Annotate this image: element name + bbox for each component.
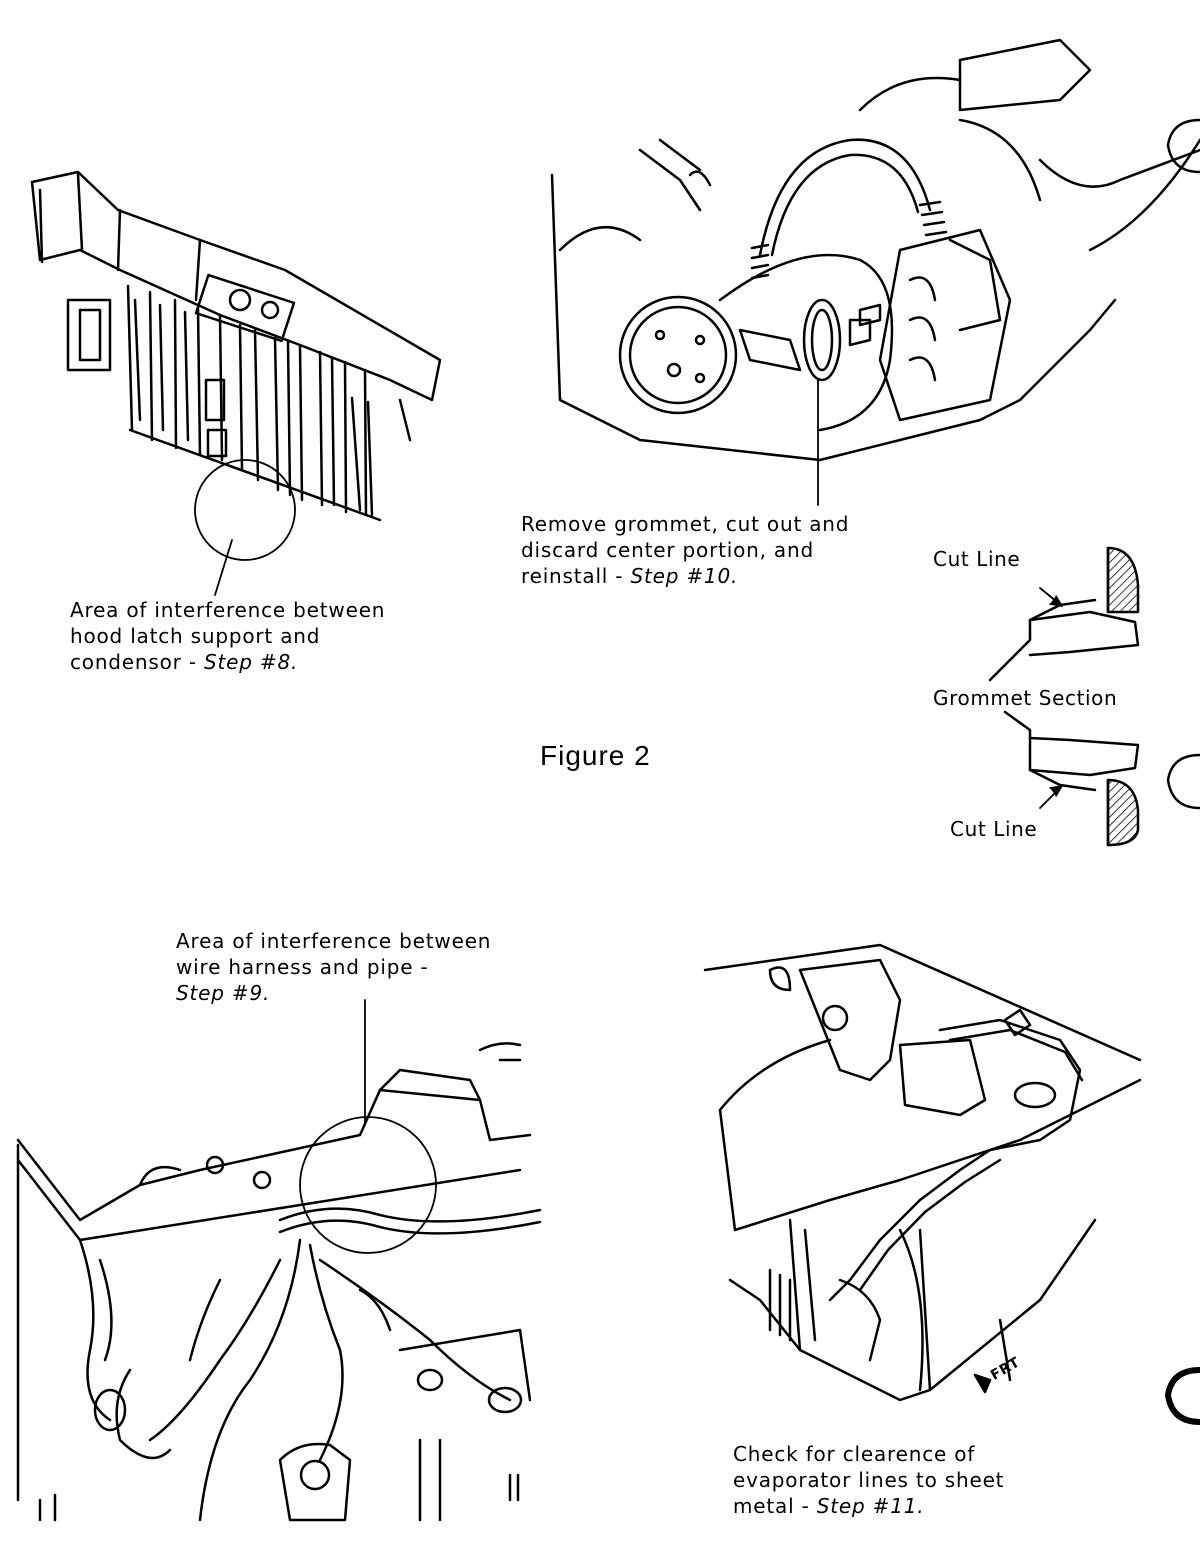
grommet-caption-prefix: reinstall - xyxy=(521,564,631,588)
hood-latch-caption-line3: condensor - Step #8. xyxy=(70,649,385,675)
figure-title: Figure 2 xyxy=(540,740,651,771)
evaporator-lines-illustration xyxy=(703,943,1142,1402)
wire-harness-illustration xyxy=(16,999,542,1522)
grommet-caption-line2: discard center portion, and xyxy=(521,538,814,562)
grommet-caption: Remove grommet, cut out and discard cent… xyxy=(521,511,849,589)
evaporator-caption-line1: Check for clearence of xyxy=(733,1442,976,1466)
grommet-section-label: Grommet Section xyxy=(933,686,1118,710)
evaporator-step: Step #11. xyxy=(816,1494,925,1518)
evaporator-caption-line2: evaporator lines to sheet xyxy=(733,1468,1005,1492)
evaporator-caption-line3: metal - Step #11. xyxy=(733,1493,1004,1519)
hood-latch-support-illustration xyxy=(30,170,442,596)
hood-latch-caption-line1: Area of interference between xyxy=(70,598,386,622)
cut-line-top-label: Cut Line xyxy=(933,547,1021,571)
grommet-caption-line3: reinstall - Step #10. xyxy=(521,563,849,589)
wire-harness-caption-line2: wire harness and pipe - xyxy=(176,955,429,979)
wire-harness-caption: Area of interference between wire harnes… xyxy=(176,928,491,1006)
cut-line-bottom-label: Cut Line xyxy=(950,817,1038,841)
hood-latch-step: Step #8. xyxy=(204,650,299,674)
grommet-caption-line1: Remove grommet, cut out and xyxy=(521,512,850,536)
evaporator-caption-prefix: metal - xyxy=(733,1494,817,1518)
hood-latch-caption-line2: hood latch support and xyxy=(70,624,321,648)
wire-harness-caption-line1: Area of interference between xyxy=(176,929,492,953)
compressor-grommet-illustration xyxy=(550,38,1200,506)
wire-harness-step: Step #9. xyxy=(176,981,271,1005)
wire-harness-caption-line3: Step #9. xyxy=(176,980,491,1006)
grommet-section-diagram xyxy=(988,546,1140,847)
binder-holes xyxy=(1165,118,1200,1425)
evaporator-caption: Check for clearence of evaporator lines … xyxy=(733,1441,1004,1519)
hood-latch-caption-prefix: condensor - xyxy=(70,650,204,674)
grommet-step: Step #10. xyxy=(630,564,739,588)
hood-latch-caption: Area of interference between hood latch … xyxy=(70,597,385,675)
